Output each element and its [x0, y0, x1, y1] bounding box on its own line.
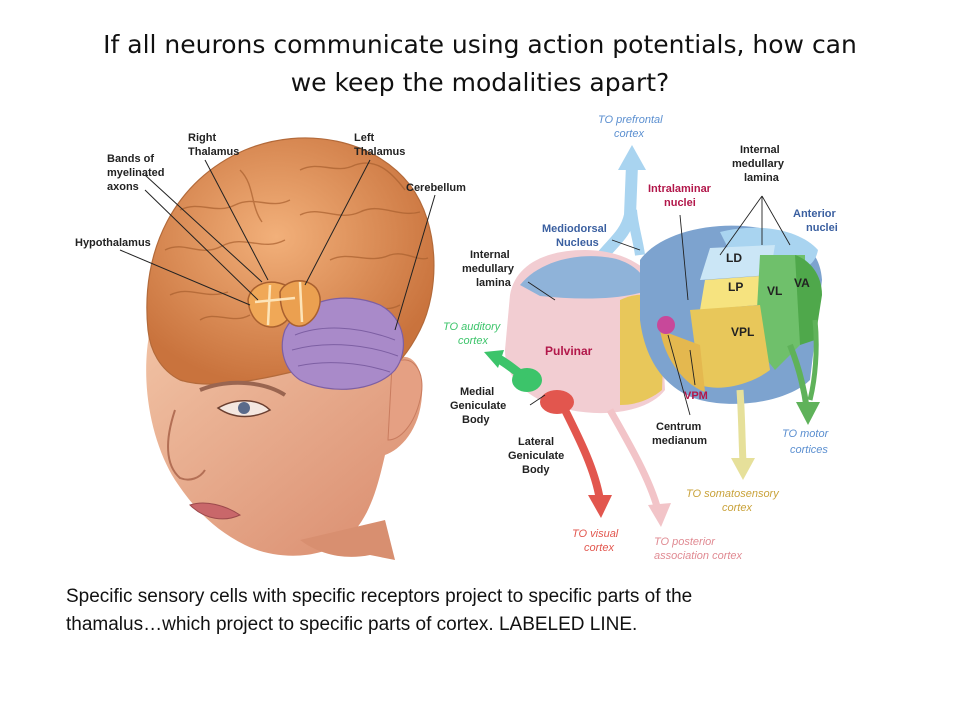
- label-ld: LD: [726, 251, 742, 265]
- label-left-thalamus-2: Thalamus: [354, 146, 405, 158]
- label-bands-2: myelinated: [107, 167, 164, 179]
- ld-region: [700, 245, 775, 280]
- label-lateral-3: Body: [522, 464, 550, 476]
- thalamus-leader-lines: [527, 195, 791, 416]
- slide-caption: Specific sensory cells with specific rec…: [66, 583, 886, 639]
- neck-skin: [300, 520, 395, 560]
- pulvinar-top-blue: [520, 256, 650, 299]
- thalamus-labels: TO prefrontal cortex Internal medullary …: [443, 114, 838, 562]
- somatosensory-arrowhead: [731, 458, 755, 480]
- label-bands-3: axons: [107, 181, 139, 193]
- label-centrum-2: medianum: [652, 435, 707, 447]
- title-line-2: we keep the modalities apart?: [290, 68, 670, 97]
- label-internal-top-1: Internal: [740, 144, 780, 156]
- label-right-thalamus-1: Right: [188, 132, 216, 144]
- cerebellum-folia: [291, 327, 399, 373]
- label-internal-top-2: medullary: [732, 158, 785, 170]
- caption-line-1: Specific sensory cells with specific rec…: [66, 586, 693, 607]
- label-va: VA: [794, 276, 810, 290]
- prefrontal-pathway-branch: [627, 209, 645, 256]
- label-centrum-1: Centrum: [656, 421, 701, 433]
- label-internal-top-3: lamina: [744, 172, 780, 184]
- vl-region: [755, 255, 805, 370]
- slide-title: If all neurons communicate using action …: [60, 26, 900, 102]
- label-to-motor-1: TO motor: [782, 428, 830, 440]
- label-mediodorsal-2: Nucleus: [556, 237, 599, 249]
- prefrontal-arrowhead: [618, 145, 646, 170]
- label-to-posterior-2: association cortex: [654, 550, 743, 562]
- label-medial-3: Body: [462, 414, 490, 426]
- label-cerebellum: Cerebellum: [406, 182, 466, 194]
- label-pulvinar: Pulvinar: [545, 344, 593, 358]
- label-to-posterior-1: TO posterior: [654, 536, 716, 548]
- label-medial-2: Geniculate: [450, 400, 506, 412]
- label-internal-left-3: lamina: [476, 277, 512, 289]
- somatosensory-pathway: [736, 389, 747, 463]
- eyebrow: [199, 380, 287, 397]
- label-to-visual-2: cortex: [584, 542, 614, 554]
- label-lateral-1: Lateral: [518, 436, 554, 448]
- auditory-arrowhead: [484, 350, 504, 368]
- label-to-visual-1: TO visual: [572, 528, 619, 540]
- motor-pathway-2: [807, 319, 819, 401]
- brain-gyri: [164, 162, 429, 321]
- iris: [238, 402, 250, 414]
- head-leader-lines: [119, 159, 436, 331]
- label-vpl: VPL: [731, 325, 754, 339]
- label-anterior-1: Anterior: [793, 208, 837, 220]
- thalamus-diagram: [484, 145, 822, 527]
- head-illustration: [146, 137, 435, 560]
- label-internal-left-2: medullary: [462, 263, 515, 275]
- label-bands-1: Bands of: [107, 153, 154, 165]
- label-medial-1: Medial: [460, 386, 494, 398]
- label-intralaminar-1: Intralaminar: [648, 183, 712, 195]
- label-lp: LP: [728, 280, 743, 294]
- label-mediodorsal-1: Mediodorsal: [542, 223, 607, 235]
- caption-line-2: thamalus…which project to specific parts…: [66, 614, 638, 635]
- motor-arrowhead: [796, 402, 820, 425]
- head-labels: Bands of myelinated axons Right Thalamus…: [75, 132, 466, 249]
- mouth: [189, 502, 242, 520]
- ear: [387, 359, 423, 441]
- label-right-thalamus-2: Thalamus: [188, 146, 239, 158]
- label-to-somato-2: cortex: [722, 502, 752, 514]
- label-to-motor-2: cortices: [790, 444, 828, 456]
- centrum-medianum: [657, 316, 675, 334]
- lateral-geniculate-body: [540, 390, 574, 414]
- label-vl: VL: [767, 284, 782, 298]
- title-line-1: If all neurons communicate using action …: [103, 30, 857, 59]
- nose: [167, 409, 206, 481]
- visual-arrowhead: [588, 495, 612, 518]
- label-to-auditory-2: cortex: [458, 335, 488, 347]
- posterior-arrowhead: [648, 503, 671, 527]
- vpl-region: [690, 305, 770, 388]
- lp-region: [700, 276, 760, 310]
- visual-pathway: [561, 408, 604, 501]
- label-vpm: VPM: [684, 390, 708, 402]
- label-lateral-2: Geniculate: [508, 450, 564, 462]
- label-to-auditory-1: TO auditory: [443, 321, 502, 333]
- label-hypothalamus: Hypothalamus: [75, 237, 151, 249]
- posterior-pathway: [606, 408, 662, 511]
- thalamus-grooves: [254, 281, 304, 326]
- label-to-prefrontal-1: TO prefrontal: [598, 114, 663, 126]
- label-to-prefrontal-2: cortex: [614, 128, 644, 140]
- cerebellum-shape: [281, 297, 404, 390]
- label-intralaminar-2: nuclei: [664, 197, 696, 209]
- label-to-somato-1: TO somatosensory: [686, 488, 780, 500]
- label-internal-left-1: Internal: [470, 249, 510, 261]
- label-left-thalamus-1: Left: [354, 132, 375, 144]
- label-anterior-2: nuclei: [806, 222, 838, 234]
